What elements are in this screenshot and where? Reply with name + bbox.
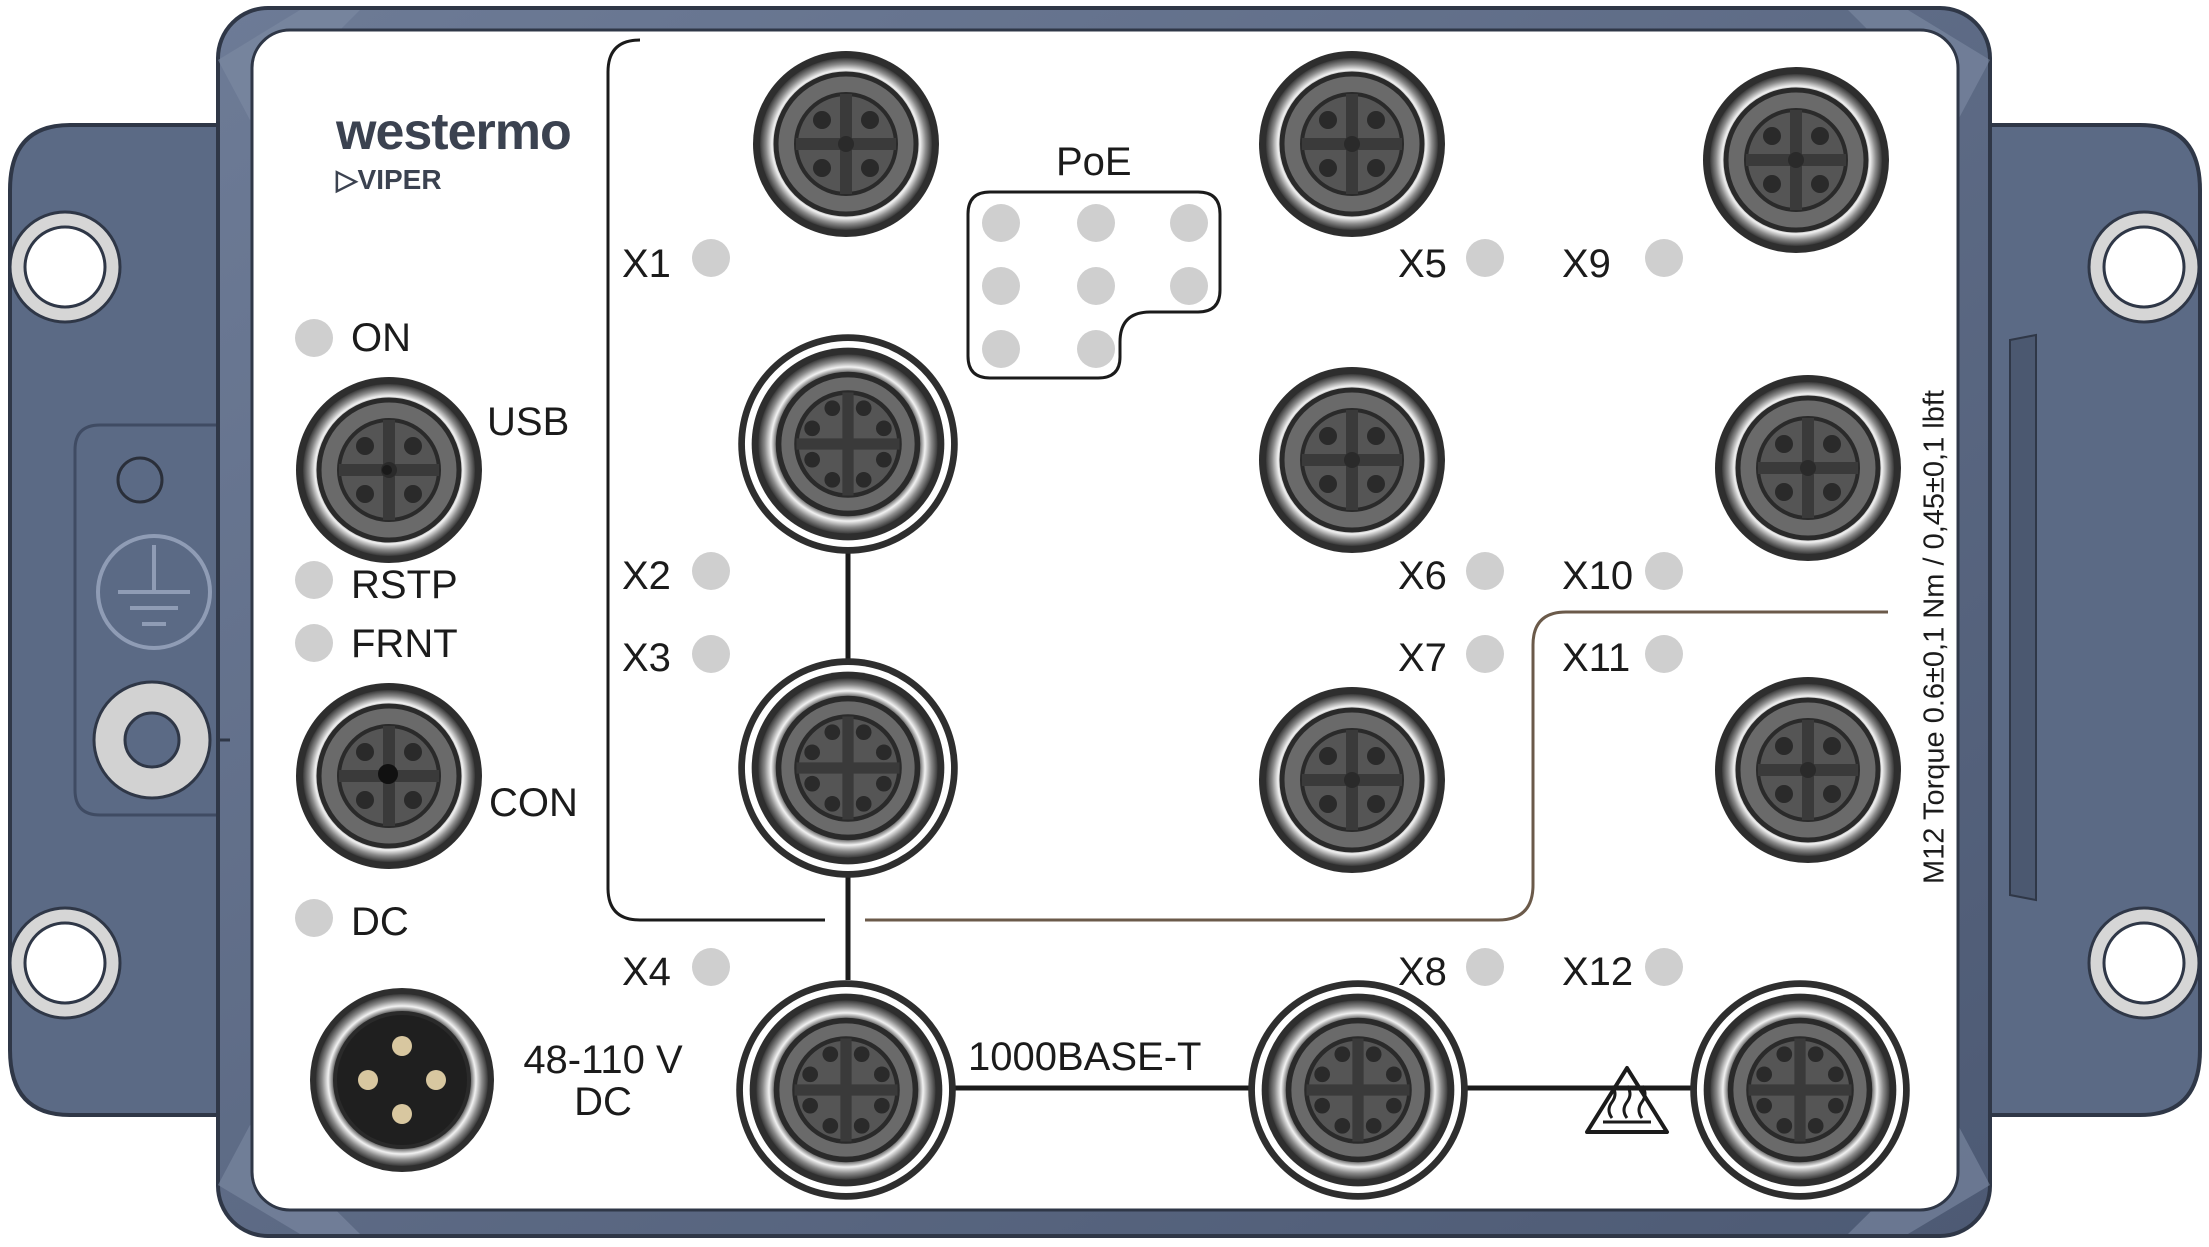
ground-stud (92, 680, 212, 800)
power-connector[interactable] (310, 988, 494, 1172)
x9-led (1645, 239, 1683, 277)
port-x4-connector[interactable] (736, 980, 956, 1200)
poe-led-group (966, 190, 1222, 380)
x12-led (1645, 948, 1683, 986)
port-group-outline (606, 38, 825, 922)
poe-led (982, 204, 1208, 368)
rstp-label: RSTP (351, 563, 458, 607)
copper-divider-line (865, 610, 1888, 922)
power-rating-line2: DC (574, 1080, 632, 1124)
port-label-x4: X4 (622, 950, 671, 994)
x11-led (1645, 635, 1683, 673)
port-x9-connector[interactable] (1703, 67, 1889, 253)
port-x11-connector[interactable] (1715, 677, 1901, 863)
brand-logo: westermo (336, 103, 572, 161)
port-label-x7: X7 (1398, 636, 1447, 680)
x7-led (1466, 635, 1504, 673)
model-label: VIPER (357, 164, 442, 195)
mounting-hole-bottom-left (8, 906, 122, 1020)
on-led (295, 319, 333, 357)
con-label: CON (489, 781, 578, 825)
ground-icon (96, 534, 212, 650)
dc-led (295, 899, 333, 937)
x2-led (692, 552, 730, 590)
frnt-led (295, 624, 333, 662)
usb-label: USB (487, 400, 570, 444)
port-x12-connector[interactable] (1690, 980, 1910, 1200)
x4-led (692, 948, 730, 986)
port-label-x12: X12 (1562, 950, 1634, 994)
mounting-flange-left (8, 123, 232, 1117)
port-label-x5: X5 (1398, 242, 1447, 286)
dc-label: DC (351, 900, 409, 944)
torque-spec-text: M12 Torque 0.6±0,1 Nm / 0,45±0,1 lbft (1918, 390, 1951, 884)
port-x7-connector[interactable] (1259, 687, 1445, 873)
port-x1-connector[interactable] (753, 51, 939, 237)
screw-hole (116, 456, 164, 504)
port-x3-connector[interactable] (738, 658, 958, 878)
frnt-label: FRNT (351, 622, 458, 666)
port-x2-connector[interactable] (738, 334, 958, 554)
port-x8-connector[interactable] (1248, 980, 1468, 1200)
port-label-x11: X11 (1562, 636, 1631, 680)
mounting-hole-top-right (2087, 210, 2201, 324)
mounting-hole-top-left (8, 210, 122, 324)
port-label-x10: X10 (1562, 554, 1634, 598)
x3-led (692, 635, 730, 673)
port-label-x1: X1 (622, 242, 671, 286)
front-panel (250, 28, 1960, 1212)
on-label: ON (351, 316, 411, 360)
port-label-x9: X9 (1562, 242, 1611, 286)
x6-led (1466, 552, 1504, 590)
port-label-x2: X2 (622, 554, 671, 598)
rstp-led (295, 561, 333, 599)
play-triangle-icon: ▷ (336, 164, 358, 195)
poe-label: PoE (1056, 140, 1132, 184)
mounting-hole-bottom-right (2087, 906, 2201, 1020)
x8-led (1466, 948, 1504, 986)
x1-led (692, 239, 730, 277)
port-x6-connector[interactable] (1259, 367, 1445, 553)
model-name: ▷VIPER (336, 166, 442, 194)
power-rating-line1: 48-110 V (523, 1038, 683, 1082)
port-label-x6: X6 (1398, 554, 1447, 598)
x5-led (1466, 239, 1504, 277)
port-label-x3: X3 (622, 636, 671, 680)
mounting-flange-right (1977, 123, 2202, 1117)
x10-led (1645, 552, 1683, 590)
port-x10-connector[interactable] (1715, 375, 1901, 561)
port-x5-connector[interactable] (1259, 51, 1445, 237)
ethernet-label: 1000BASE-T (968, 1035, 1202, 1079)
hot-surface-warning-icon (1585, 1066, 1669, 1134)
port-label-x8: X8 (1398, 950, 1447, 994)
